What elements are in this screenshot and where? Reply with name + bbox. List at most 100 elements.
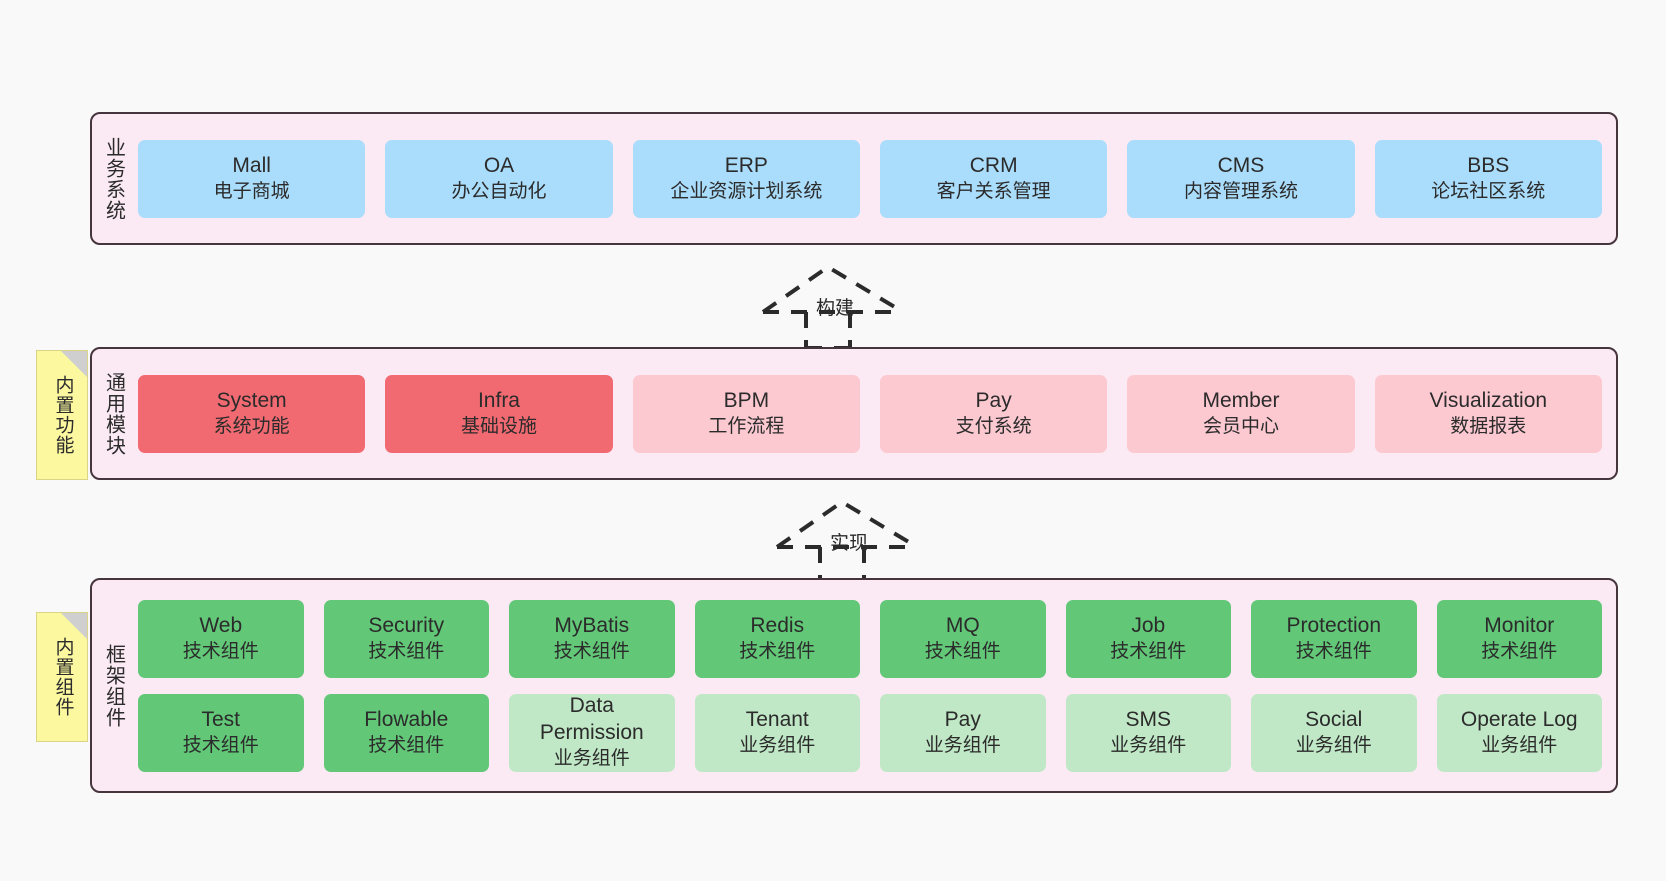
node-subtitle: 数据报表 xyxy=(1450,415,1527,437)
node-sms[interactable]: SMS 业务组件 xyxy=(1065,693,1231,772)
node-pay-component[interactable]: Pay 业务组件 xyxy=(880,693,1046,772)
node-title: BBS xyxy=(1467,153,1510,177)
node-subtitle: 论坛社区系统 xyxy=(1431,180,1546,202)
folded-corner-icon xyxy=(61,351,87,377)
node-subtitle: 技术组件 xyxy=(1110,640,1187,662)
layer-row: Test 技术组件 Flowable 技术组件 Data Permission … xyxy=(138,693,1602,772)
node-subtitle: 系统功能 xyxy=(213,415,290,437)
node-crm[interactable]: CRM 客户关系管理 xyxy=(879,139,1108,218)
node-security[interactable]: Security 技术组件 xyxy=(323,599,489,678)
node-tenant[interactable]: Tenant 业务组件 xyxy=(694,693,860,772)
layer-row: System 系统功能 Infra 基础设施 BPM 工作流程 Pay 支付系统… xyxy=(138,374,1602,453)
node-title: Web xyxy=(199,613,243,637)
node-visualization[interactable]: Visualization 数据报表 xyxy=(1374,374,1602,453)
node-subtitle: 技术组件 xyxy=(368,640,445,662)
node-title: Job xyxy=(1131,613,1166,637)
node-title: System xyxy=(216,388,287,412)
node-subtitle: 支付系统 xyxy=(955,415,1032,437)
layer-body-framework-component: Web 技术组件 Security 技术组件 MyBatis 技术组件 Redi… xyxy=(134,580,1616,791)
node-system[interactable]: System 系统功能 xyxy=(138,374,366,453)
node-title: Monitor xyxy=(1484,613,1555,637)
node-subtitle: 业务组件 xyxy=(924,734,1001,756)
node-subtitle: 会员中心 xyxy=(1202,415,1279,437)
node-title: Tenant xyxy=(745,707,809,731)
node-title: Operate Log xyxy=(1460,707,1578,731)
node-subtitle: 技术组件 xyxy=(182,640,259,662)
node-member[interactable]: Member 会员中心 xyxy=(1127,374,1355,453)
node-title: Flowable xyxy=(364,707,449,731)
node-title: Infra xyxy=(477,388,520,412)
sticky-note-label: 内置组件 xyxy=(52,637,74,717)
node-redis[interactable]: Redis 技术组件 xyxy=(694,599,860,678)
layer-business-system: 业务系统 Mall 电子商城 OA 办公自动化 ERP 企业资源计划系统 CRM… xyxy=(90,112,1618,245)
node-mq[interactable]: MQ 技术组件 xyxy=(880,599,1046,678)
layer-label-business-system: 业务系统 xyxy=(102,136,125,221)
node-title: OA xyxy=(483,153,515,177)
layer-body-business-system: Mall 电子商城 OA 办公自动化 ERP 企业资源计划系统 CRM 客户关系… xyxy=(134,114,1616,243)
node-protection[interactable]: Protection 技术组件 xyxy=(1251,599,1417,678)
node-job[interactable]: Job 技术组件 xyxy=(1065,599,1231,678)
node-operate-log[interactable]: Operate Log 业务组件 xyxy=(1436,693,1602,772)
layer-row: Web 技术组件 Security 技术组件 MyBatis 技术组件 Redi… xyxy=(138,599,1602,678)
node-cms[interactable]: CMS 内容管理系统 xyxy=(1127,139,1355,218)
node-title: ERP xyxy=(724,153,768,177)
node-title: Security xyxy=(368,613,445,637)
node-subtitle: 办公自动化 xyxy=(451,180,547,202)
node-subtitle: 业务组件 xyxy=(739,734,816,756)
connector-build-label: 构建 xyxy=(816,298,855,319)
node-subtitle: 基础设施 xyxy=(460,415,537,437)
layer-common-module: 通用模块 System 系统功能 Infra 基础设施 BPM 工作流程 Pay… xyxy=(90,347,1618,480)
node-monitor[interactable]: Monitor 技术组件 xyxy=(1436,599,1602,678)
node-social[interactable]: Social 业务组件 xyxy=(1251,693,1417,772)
node-erp[interactable]: ERP 企业资源计划系统 xyxy=(632,139,860,218)
layer-row: Mall 电子商城 OA 办公自动化 ERP 企业资源计划系统 CRM 客户关系… xyxy=(138,139,1602,218)
node-subtitle: 技术组件 xyxy=(182,734,259,756)
sticky-note-builtin-feature: 内置功能 xyxy=(36,350,88,480)
node-title: CMS xyxy=(1217,153,1265,177)
node-subtitle: 业务组件 xyxy=(1110,734,1187,756)
node-bpm[interactable]: BPM 工作流程 xyxy=(632,374,860,453)
layer-label-framework-component: 框架组件 xyxy=(102,643,125,728)
layer-label-common-module: 通用模块 xyxy=(102,371,125,456)
node-subtitle: 技术组件 xyxy=(553,640,630,662)
node-infra[interactable]: Infra 基础设施 xyxy=(385,374,613,453)
node-bbs[interactable]: BBS 论坛社区系统 xyxy=(1374,139,1602,218)
node-subtitle: 工作流程 xyxy=(708,415,785,437)
node-test[interactable]: Test 技术组件 xyxy=(138,693,304,772)
node-web[interactable]: Web 技术组件 xyxy=(138,599,304,678)
node-title: Protection xyxy=(1286,613,1382,637)
node-title: CRM xyxy=(969,153,1018,177)
node-title: Data Permission xyxy=(539,694,644,745)
node-title: Pay xyxy=(944,707,981,731)
node-data-permission[interactable]: Data Permission 业务组件 xyxy=(509,693,675,772)
node-title: Member xyxy=(1202,388,1280,412)
node-subtitle: 技术组件 xyxy=(1295,640,1372,662)
node-subtitle: 技术组件 xyxy=(924,640,1001,662)
connector-implement-label: 实现 xyxy=(830,533,869,554)
node-subtitle: 业务组件 xyxy=(1481,734,1558,756)
node-title: Visualization xyxy=(1429,388,1548,412)
node-title: Redis xyxy=(750,613,805,637)
folded-corner-icon xyxy=(61,613,87,639)
node-title: Test xyxy=(201,707,240,731)
node-subtitle: 企业资源计划系统 xyxy=(670,180,823,202)
node-mybatis[interactable]: MyBatis 技术组件 xyxy=(509,599,675,678)
node-subtitle: 内容管理系统 xyxy=(1183,180,1298,202)
node-mall[interactable]: Mall 电子商城 xyxy=(138,139,366,218)
node-subtitle: 电子商城 xyxy=(213,180,290,202)
node-subtitle: 技术组件 xyxy=(368,734,445,756)
node-flowable[interactable]: Flowable 技术组件 xyxy=(323,693,489,772)
node-title: Social xyxy=(1305,707,1363,731)
node-subtitle: 业务组件 xyxy=(1295,734,1372,756)
node-subtitle: 技术组件 xyxy=(1481,640,1558,662)
node-title: SMS xyxy=(1125,707,1171,731)
node-subtitle: 业务组件 xyxy=(553,748,630,770)
node-title: MyBatis xyxy=(554,613,630,637)
layer-framework-component: 框架组件 Web 技术组件 Security 技术组件 MyBatis 技术组件… xyxy=(90,578,1618,793)
node-pay[interactable]: Pay 支付系统 xyxy=(879,374,1108,453)
node-title: MQ xyxy=(945,613,980,637)
node-title: Pay xyxy=(975,388,1012,412)
layer-body-common-module: System 系统功能 Infra 基础设施 BPM 工作流程 Pay 支付系统… xyxy=(134,349,1616,478)
node-oa[interactable]: OA 办公自动化 xyxy=(385,139,613,218)
